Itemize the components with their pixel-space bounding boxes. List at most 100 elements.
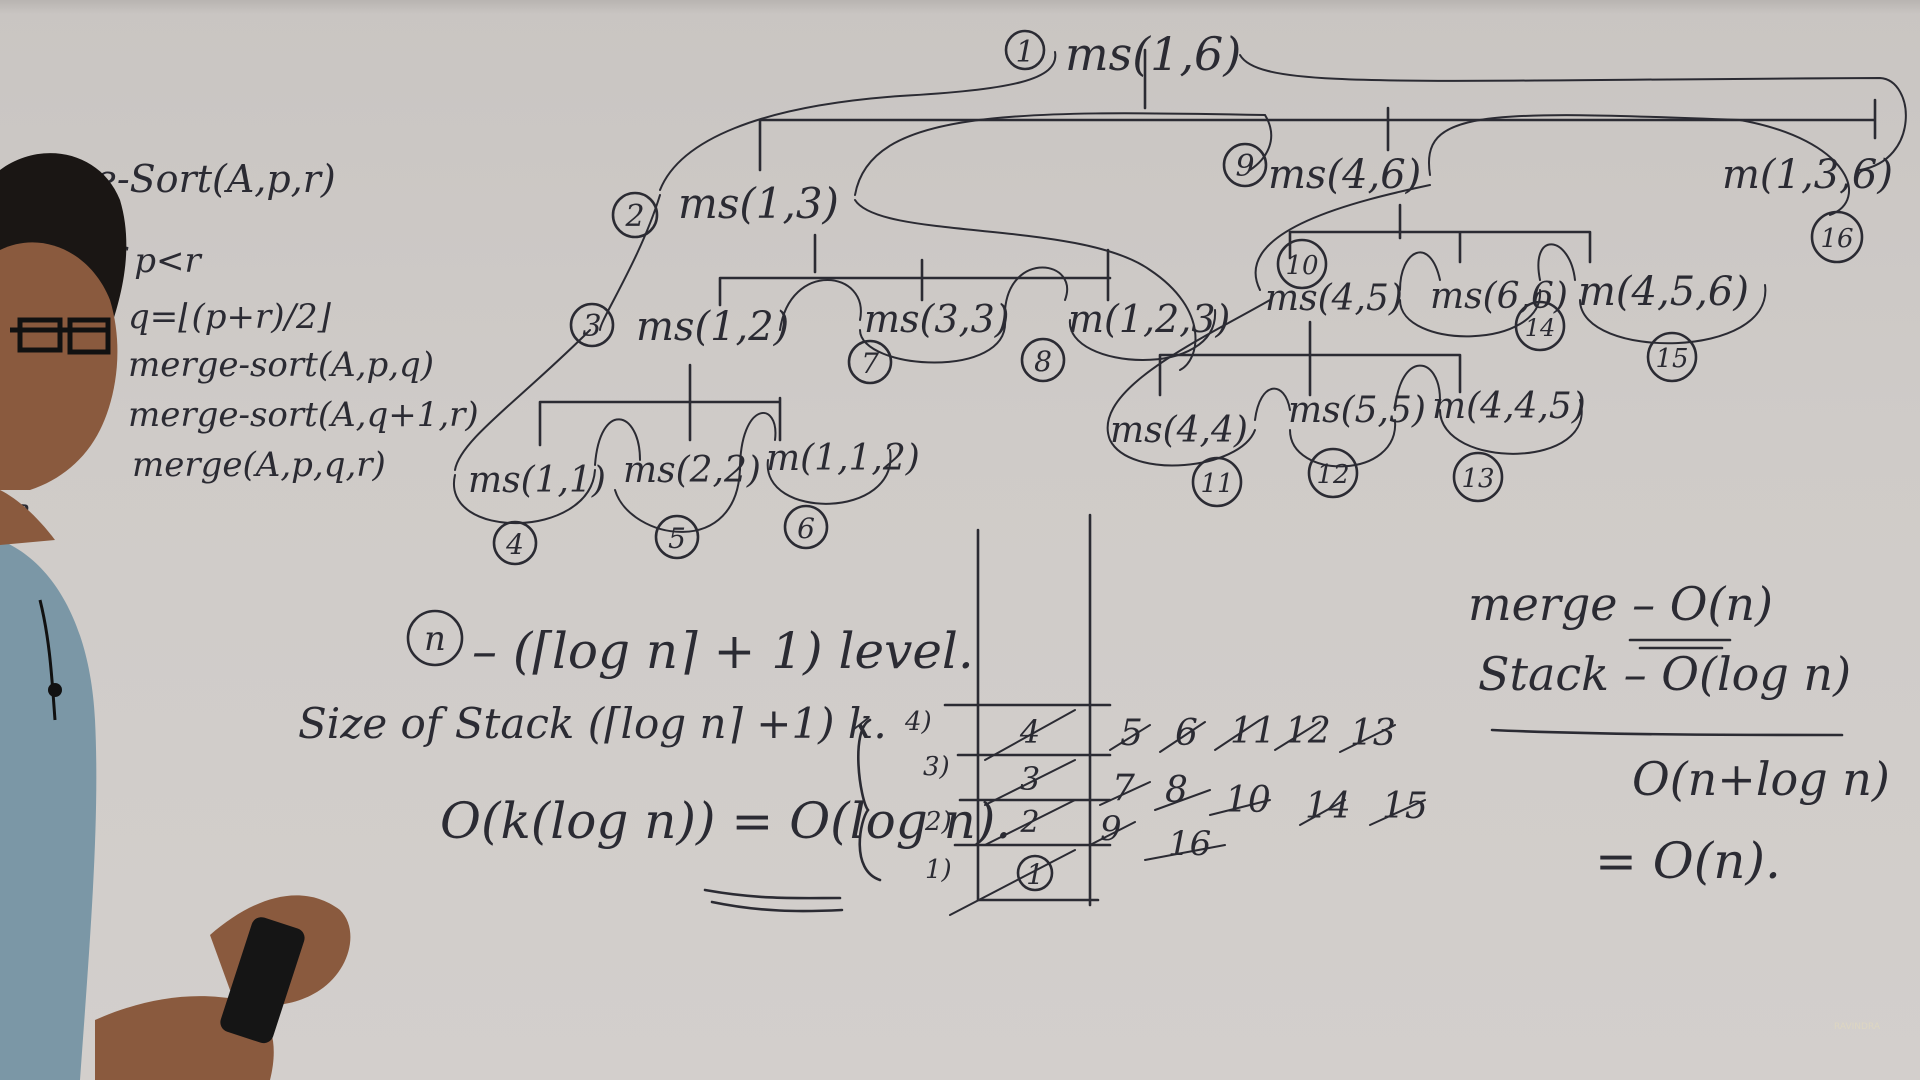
analysis-stack-size: Size of Stack (⌈log n⌉ +1) k. bbox=[298, 699, 887, 748]
tree-node-10: 10 ms(4,5) bbox=[1265, 238, 1403, 319]
node-number: 10 bbox=[1285, 251, 1318, 281]
analysis-n: n bbox=[424, 619, 446, 659]
stack-row-3-values: 7 8 10 14 15 bbox=[1112, 768, 1428, 827]
stack-walls bbox=[976, 513, 1100, 907]
stack-level-label: 3) bbox=[923, 752, 950, 782]
tree-connectors bbox=[453, 48, 1907, 533]
stack-value: 15 bbox=[1382, 786, 1428, 827]
double-underline bbox=[703, 888, 844, 913]
complexity-merge: merge – O(n) bbox=[1468, 577, 1773, 631]
complexity-divider bbox=[1490, 728, 1844, 737]
node-number: 3 bbox=[582, 309, 601, 344]
node-label: ms(1,3) bbox=[678, 179, 839, 228]
stack-value-strikes bbox=[1089, 719, 1426, 861]
node-label: ms(1,6) bbox=[1065, 27, 1241, 81]
stack-level-label: 2) bbox=[924, 807, 952, 837]
node-number: 14 bbox=[1525, 314, 1556, 342]
tree-node-16: 16 m(1,3,6) bbox=[1722, 152, 1893, 264]
stack-value: 7 bbox=[1112, 768, 1135, 809]
tree-node-9: 9 ms(4,6) bbox=[1222, 142, 1421, 198]
stack-strike-lines bbox=[949, 709, 1076, 916]
complexity-notes: merge – O(n) Stack – O(log n) O(n+log n)… bbox=[1468, 577, 1890, 890]
node-number: 1 bbox=[1015, 35, 1034, 70]
watermark-logo: RAVINDRA bbox=[1834, 1022, 1880, 1032]
stack-value: 16 bbox=[1168, 824, 1211, 864]
pseudo-line-call2: merge-sort(A,q+1,r) bbox=[128, 395, 479, 435]
tree-node-8: 8 m(1,2,3) bbox=[1020, 297, 1230, 383]
node-label: ms(2,2) bbox=[623, 450, 761, 491]
node-number: 5 bbox=[668, 522, 686, 555]
stack-cell: 3 bbox=[1020, 760, 1040, 798]
tree-node-2: 2 ms(1,3) bbox=[611, 179, 839, 239]
analysis-big-o: O(k(log n)) = O(log n). bbox=[440, 792, 1011, 850]
stack-brace bbox=[857, 718, 882, 882]
tree-nodes: 1 ms(1,6) 2 ms(1,3) 3 ms(1,2) 4 ms(1,1) … bbox=[468, 27, 1893, 566]
node-label: ms(4,6) bbox=[1268, 152, 1421, 198]
node-number: 12 bbox=[1316, 460, 1349, 490]
whiteboard-top-edge bbox=[0, 0, 1920, 14]
pseudo-line-q: q=⌊(p+r)/2⌋ bbox=[128, 297, 332, 337]
presenter-face bbox=[0, 242, 118, 490]
stack-cell: 1 bbox=[1026, 858, 1044, 891]
tree-node-13: 13 m(4,4,5) bbox=[1432, 386, 1586, 503]
node-label: ms(1,1) bbox=[468, 460, 606, 501]
stack-level-label: 1) bbox=[925, 855, 952, 885]
tree-node-12: 12 ms(5,5) bbox=[1288, 390, 1426, 499]
tree-node-14: 14 ms(6,6) bbox=[1430, 276, 1568, 352]
stack-value: 11 bbox=[1230, 711, 1276, 752]
presenter-shirt bbox=[0, 540, 97, 1080]
analysis-levels: – (⌈log n⌉ + 1) level. bbox=[472, 622, 974, 680]
node-number: 2 bbox=[624, 199, 644, 234]
node-number: 13 bbox=[1461, 464, 1494, 494]
complexity-result: = O(n). bbox=[1595, 832, 1781, 890]
stack-level-label: 4) bbox=[904, 707, 932, 737]
node-number: 7 bbox=[861, 347, 879, 380]
complexity-underline bbox=[1628, 638, 1732, 650]
stack-value: 10 bbox=[1225, 780, 1271, 821]
node-label: m(4,5,6) bbox=[1578, 269, 1749, 315]
tree-node-11: 11 ms(4,4) bbox=[1110, 410, 1248, 508]
analysis-notes: n – (⌈log n⌉ + 1) level. Size of Stack (… bbox=[298, 609, 1011, 913]
stack-value: 14 bbox=[1305, 786, 1351, 827]
stack-value: 5 bbox=[1120, 713, 1143, 754]
stack-value: 13 bbox=[1350, 713, 1396, 754]
marker-icon bbox=[220, 917, 305, 1044]
node-label: m(1,2,3) bbox=[1068, 297, 1230, 341]
tree-node-15: 15 m(4,5,6) bbox=[1578, 269, 1749, 383]
node-number: 16 bbox=[1820, 224, 1853, 254]
tree-node-1: 1 ms(1,6) bbox=[1004, 27, 1241, 81]
tree-node-3: 3 ms(1,2) bbox=[569, 302, 789, 350]
complexity-sum: O(n+log n) bbox=[1632, 752, 1890, 806]
call-stack: 4) 3) 2) 1) 4 3 2 1 5 6 11 12 13 7 8 10 … bbox=[857, 513, 1428, 916]
glasses-icon bbox=[10, 317, 111, 355]
tree-node-7: 7 ms(3,3) bbox=[847, 297, 1010, 385]
tree-node-6: 6 m(1,1,2) bbox=[766, 438, 920, 550]
presenter-neck bbox=[0, 490, 55, 545]
pseudo-line-merge: merge(A,p,q,r) bbox=[132, 445, 386, 485]
node-label: ms(3,3) bbox=[864, 297, 1010, 341]
node-number: 11 bbox=[1200, 469, 1233, 499]
tree-node-4: 4 ms(1,1) bbox=[468, 460, 606, 566]
pseudo-line-call1: merge-sort(A,p,q) bbox=[128, 345, 434, 385]
stack-row-lines bbox=[943, 703, 1112, 847]
node-number: 9 bbox=[1235, 149, 1254, 184]
microphone-icon bbox=[48, 683, 62, 697]
node-label: m(1,3,6) bbox=[1722, 152, 1893, 198]
node-number: 8 bbox=[1034, 345, 1052, 378]
node-label: ms(4,5) bbox=[1265, 278, 1403, 319]
stack-cell: 4 bbox=[1019, 713, 1040, 751]
node-label: m(4,4,5) bbox=[1432, 386, 1586, 427]
stack-value: 12 bbox=[1285, 711, 1331, 752]
node-number: 6 bbox=[797, 512, 815, 545]
node-number: 15 bbox=[1655, 344, 1688, 374]
microphone-cable bbox=[38, 599, 57, 721]
presenter bbox=[0, 153, 351, 1080]
node-label: ms(1,2) bbox=[636, 304, 789, 350]
stack-value: 9 bbox=[1100, 809, 1122, 849]
tree-node-5: 5 ms(2,2) bbox=[623, 450, 761, 560]
node-label: ms(4,4) bbox=[1110, 410, 1248, 451]
node-number: 4 bbox=[505, 528, 524, 561]
stack-row-4-values: 5 6 11 12 13 bbox=[1120, 711, 1396, 754]
stack-row-2-values: 9 16 bbox=[1100, 809, 1211, 864]
